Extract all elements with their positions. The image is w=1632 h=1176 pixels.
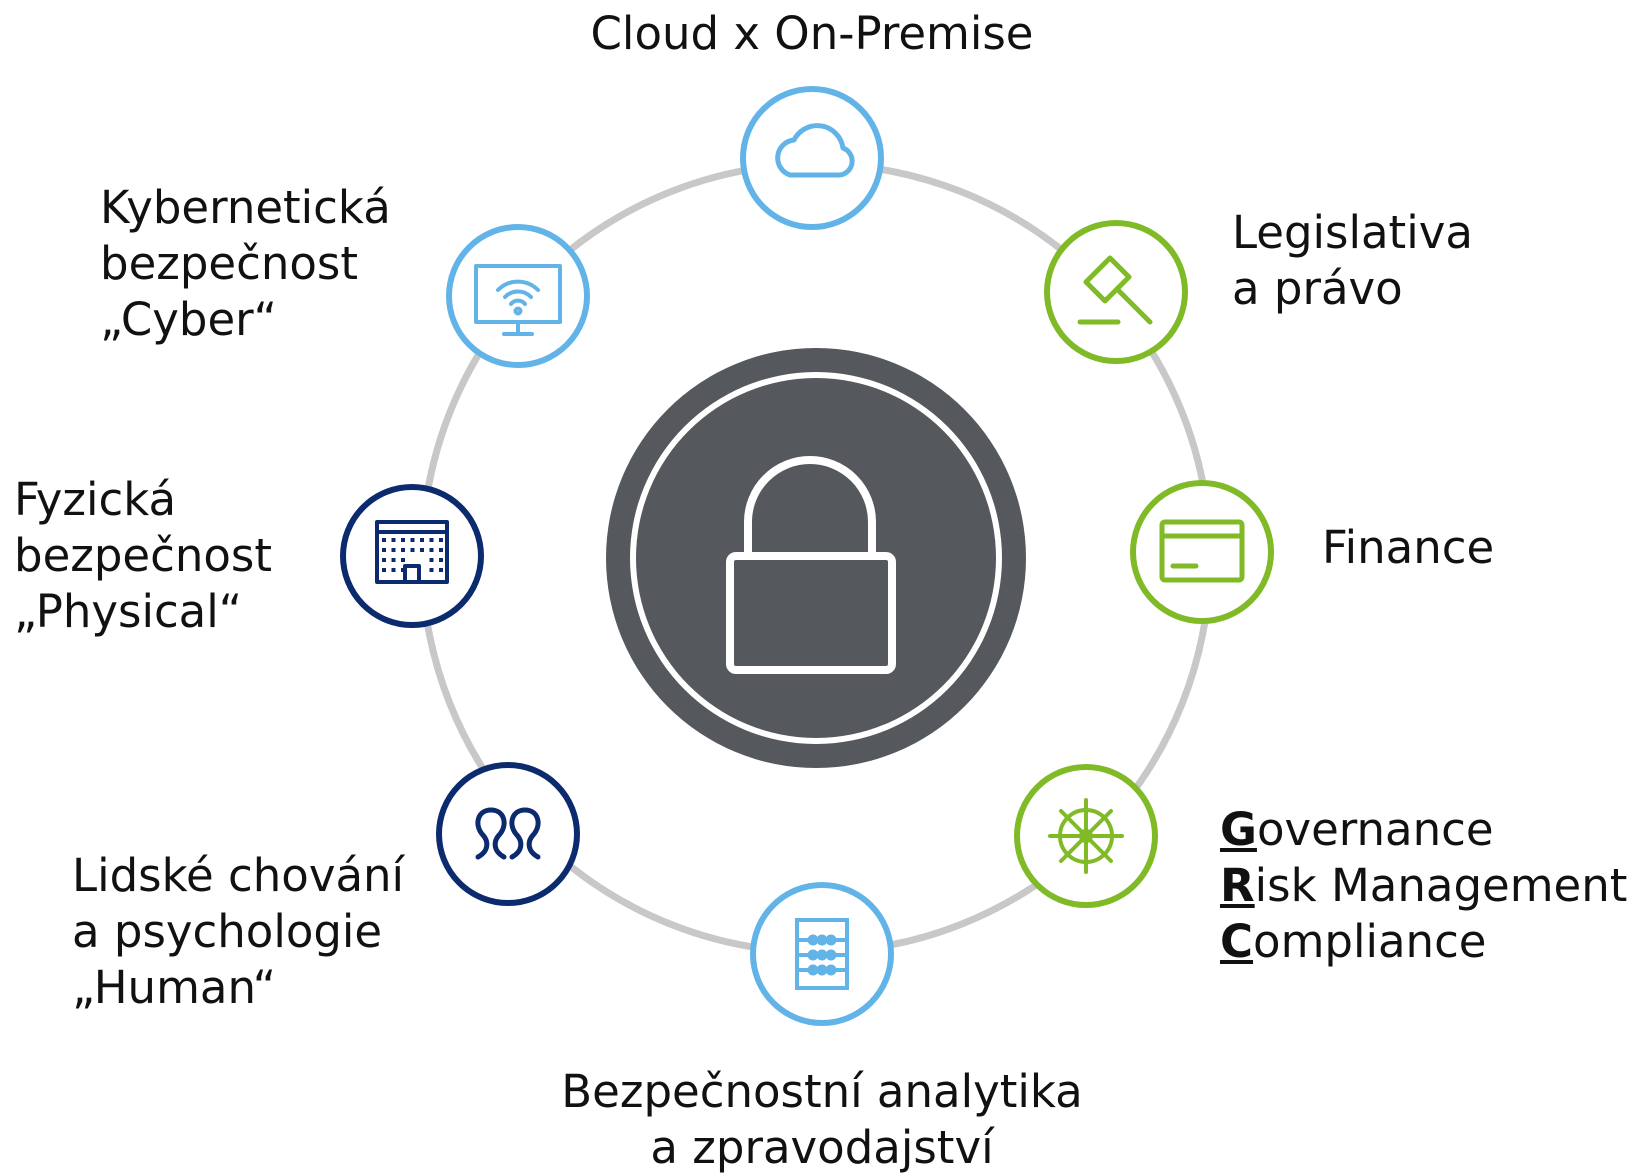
label-physical: Fyzická bezpečnost „Physical“ [14,472,272,640]
building-window [410,538,415,542]
label-human-line-1: Lidské chování [72,849,405,902]
node-cyber [446,224,590,368]
cloud-icon [775,123,855,178]
abacus-icon [795,918,849,990]
label-human: Lidské chování a psychologie „Human“ [72,848,404,1016]
building-window [429,558,434,562]
label-physical-line-1: Fyzická [14,473,177,526]
node-finance [1130,480,1274,624]
label-cyber-line-1: Kybernetická [100,181,391,234]
label-grc-line-3: Compliance [1220,914,1627,970]
node-analytics [750,882,894,1026]
padlock-icon [726,456,896,674]
building-window [401,548,405,552]
finance-node-circle [1130,480,1274,624]
human-node-circle [436,762,580,906]
label-physical-line-2: bezpečnost [14,529,273,582]
label-analytics-line-1: Bezpečnostní analytika [561,1065,1083,1118]
label-cyber: Kybernetická bezpečnost „Cyber“ [100,180,391,348]
building-window [382,538,386,542]
gavel-icon [1077,255,1153,325]
node-cloud [740,86,884,230]
ship-wheel-icon [1048,798,1124,874]
building-window [429,568,434,572]
building-window [401,558,405,562]
label-finance-line-1: Finance [1322,521,1495,574]
node-human [436,762,580,906]
building-window [391,538,396,542]
center-lock [606,348,1026,768]
building-window [420,538,424,542]
label-cyber-line-2: bezpečnost [100,237,359,290]
node-physical [340,484,484,628]
label-analytics-line-2: a zpravodajství [650,1121,994,1174]
building-window [391,568,396,572]
building-window [401,538,405,542]
label-cyber-line-3: „Cyber“ [100,293,277,346]
label-analytics: Bezpečnostní analytika a zpravodajství [520,1064,1124,1176]
building-window [439,568,443,572]
label-grc: Governance Risk Management Compliance [1220,802,1627,970]
building-window [439,558,443,562]
people-icon [475,807,541,860]
label-human-line-2: a psychologie [72,905,383,958]
label-grc-line-2: Risk Management [1220,858,1627,914]
grc-rest-2: isk Management [1254,859,1628,912]
building-window [429,548,434,552]
node-legal [1044,220,1188,364]
label-legal-line-2: a právo [1232,262,1403,315]
building-window [382,548,386,552]
label-cloud: Cloud x On-Premise [562,6,1062,62]
label-finance: Finance [1322,520,1494,576]
label-legal: Legislativa a právo [1232,205,1473,317]
building-window [382,568,386,572]
building-window [382,558,386,562]
building-window [391,558,396,562]
grc-rest-3: ompliance [1253,915,1487,968]
monitor-wifi-icon [474,264,562,336]
label-legal-line-1: Legislativa [1232,206,1473,259]
grc-letter-g: G [1220,803,1257,856]
building-icon [375,520,449,584]
grc-rest-1: overnance [1256,803,1494,856]
label-human-line-3: „Human“ [72,961,277,1014]
label-cloud-line-1: Cloud x On-Premise [590,7,1034,60]
building-window [439,548,443,552]
node-grc [1014,764,1158,908]
grc-letter-r: R [1220,859,1255,912]
credit-card-icon [1159,519,1245,583]
building-window [439,538,443,542]
label-grc-line-1: Governance [1220,802,1627,858]
building-window [420,548,424,552]
cloud-node-circle [740,86,884,230]
cyber-node-circle [446,224,590,368]
physical-node-circle [340,484,484,628]
grc-letter-c: C [1220,915,1254,968]
building-window [391,548,396,552]
building-window [429,538,434,542]
label-physical-line-3: „Physical“ [14,585,243,638]
building-window [410,548,415,552]
